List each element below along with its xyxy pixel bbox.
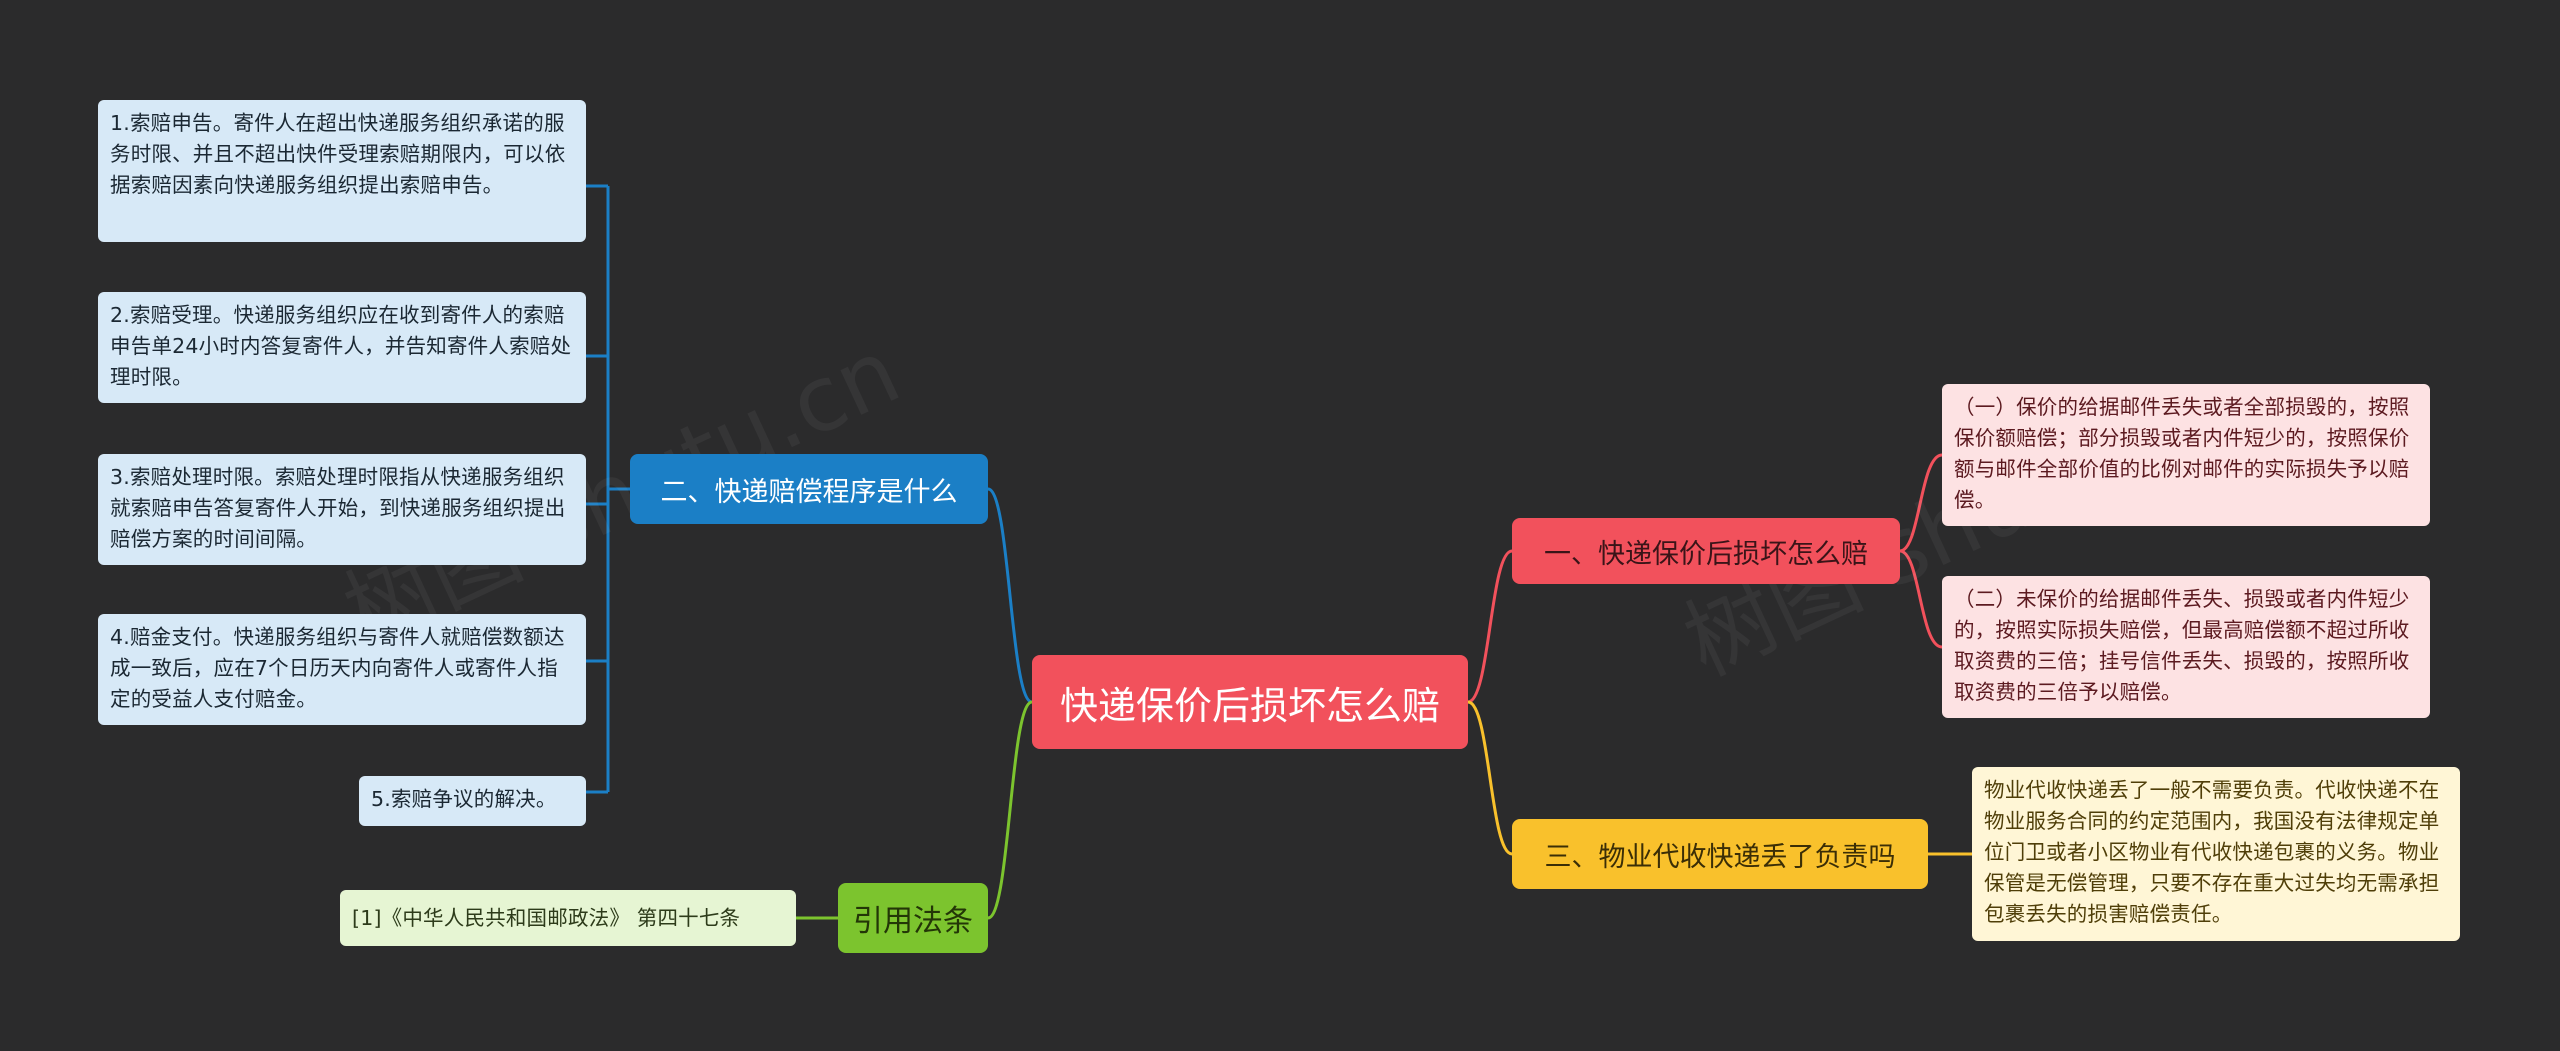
- leaf-property-liability[interactable]: 物业代收快递丢了一般不需要负责。代收快递不在物业服务合同的约定范围内，我国没有法…: [1972, 767, 2460, 941]
- root-topic[interactable]: 快递保价后损坏怎么赔: [1032, 655, 1468, 749]
- branch-property-liability[interactable]: 三、物业代收快递丢了负责吗: [1512, 819, 1928, 889]
- branch-cited-law[interactable]: 引用法条: [838, 883, 988, 953]
- leaf-insured-item[interactable]: （一）保价的给据邮件丢失或者全部损毁的，按照保价额赔偿；部分损毁或者内件短少的，…: [1942, 384, 2430, 526]
- branch-claim-procedure[interactable]: 二、快递赔偿程序是什么: [630, 454, 988, 524]
- branch-insured-damage[interactable]: 一、快递保价后损坏怎么赔: [1512, 518, 1900, 584]
- leaf-claim-step-5[interactable]: 5.索赔争议的解决。: [359, 776, 586, 826]
- leaf-uninsured-item[interactable]: （二）未保价的给据邮件丢失、损毁或者内件短少的，按照实际损失赔偿，但最高赔偿额不…: [1942, 576, 2430, 718]
- leaf-claim-step-4[interactable]: 4.赔金支付。快递服务组织与寄件人就赔偿数额达成一致后，应在7个日历天内向寄件人…: [98, 614, 586, 725]
- leaf-claim-step-2[interactable]: 2.索赔受理。快递服务组织应在收到寄件人的索赔申告单24小时内答复寄件人，并告知…: [98, 292, 586, 403]
- leaf-claim-step-1[interactable]: 1.索赔申告。寄件人在超出快递服务组织承诺的服务时限、并且不超出快件受理索赔期限…: [98, 100, 586, 242]
- leaf-cited-law[interactable]: [1]《中华人民共和国邮政法》 第四十七条: [340, 890, 796, 946]
- leaf-claim-step-3[interactable]: 3.索赔处理时限。索赔处理时限指从快递服务组织就索赔申告答复寄件人开始，到快递服…: [98, 454, 586, 565]
